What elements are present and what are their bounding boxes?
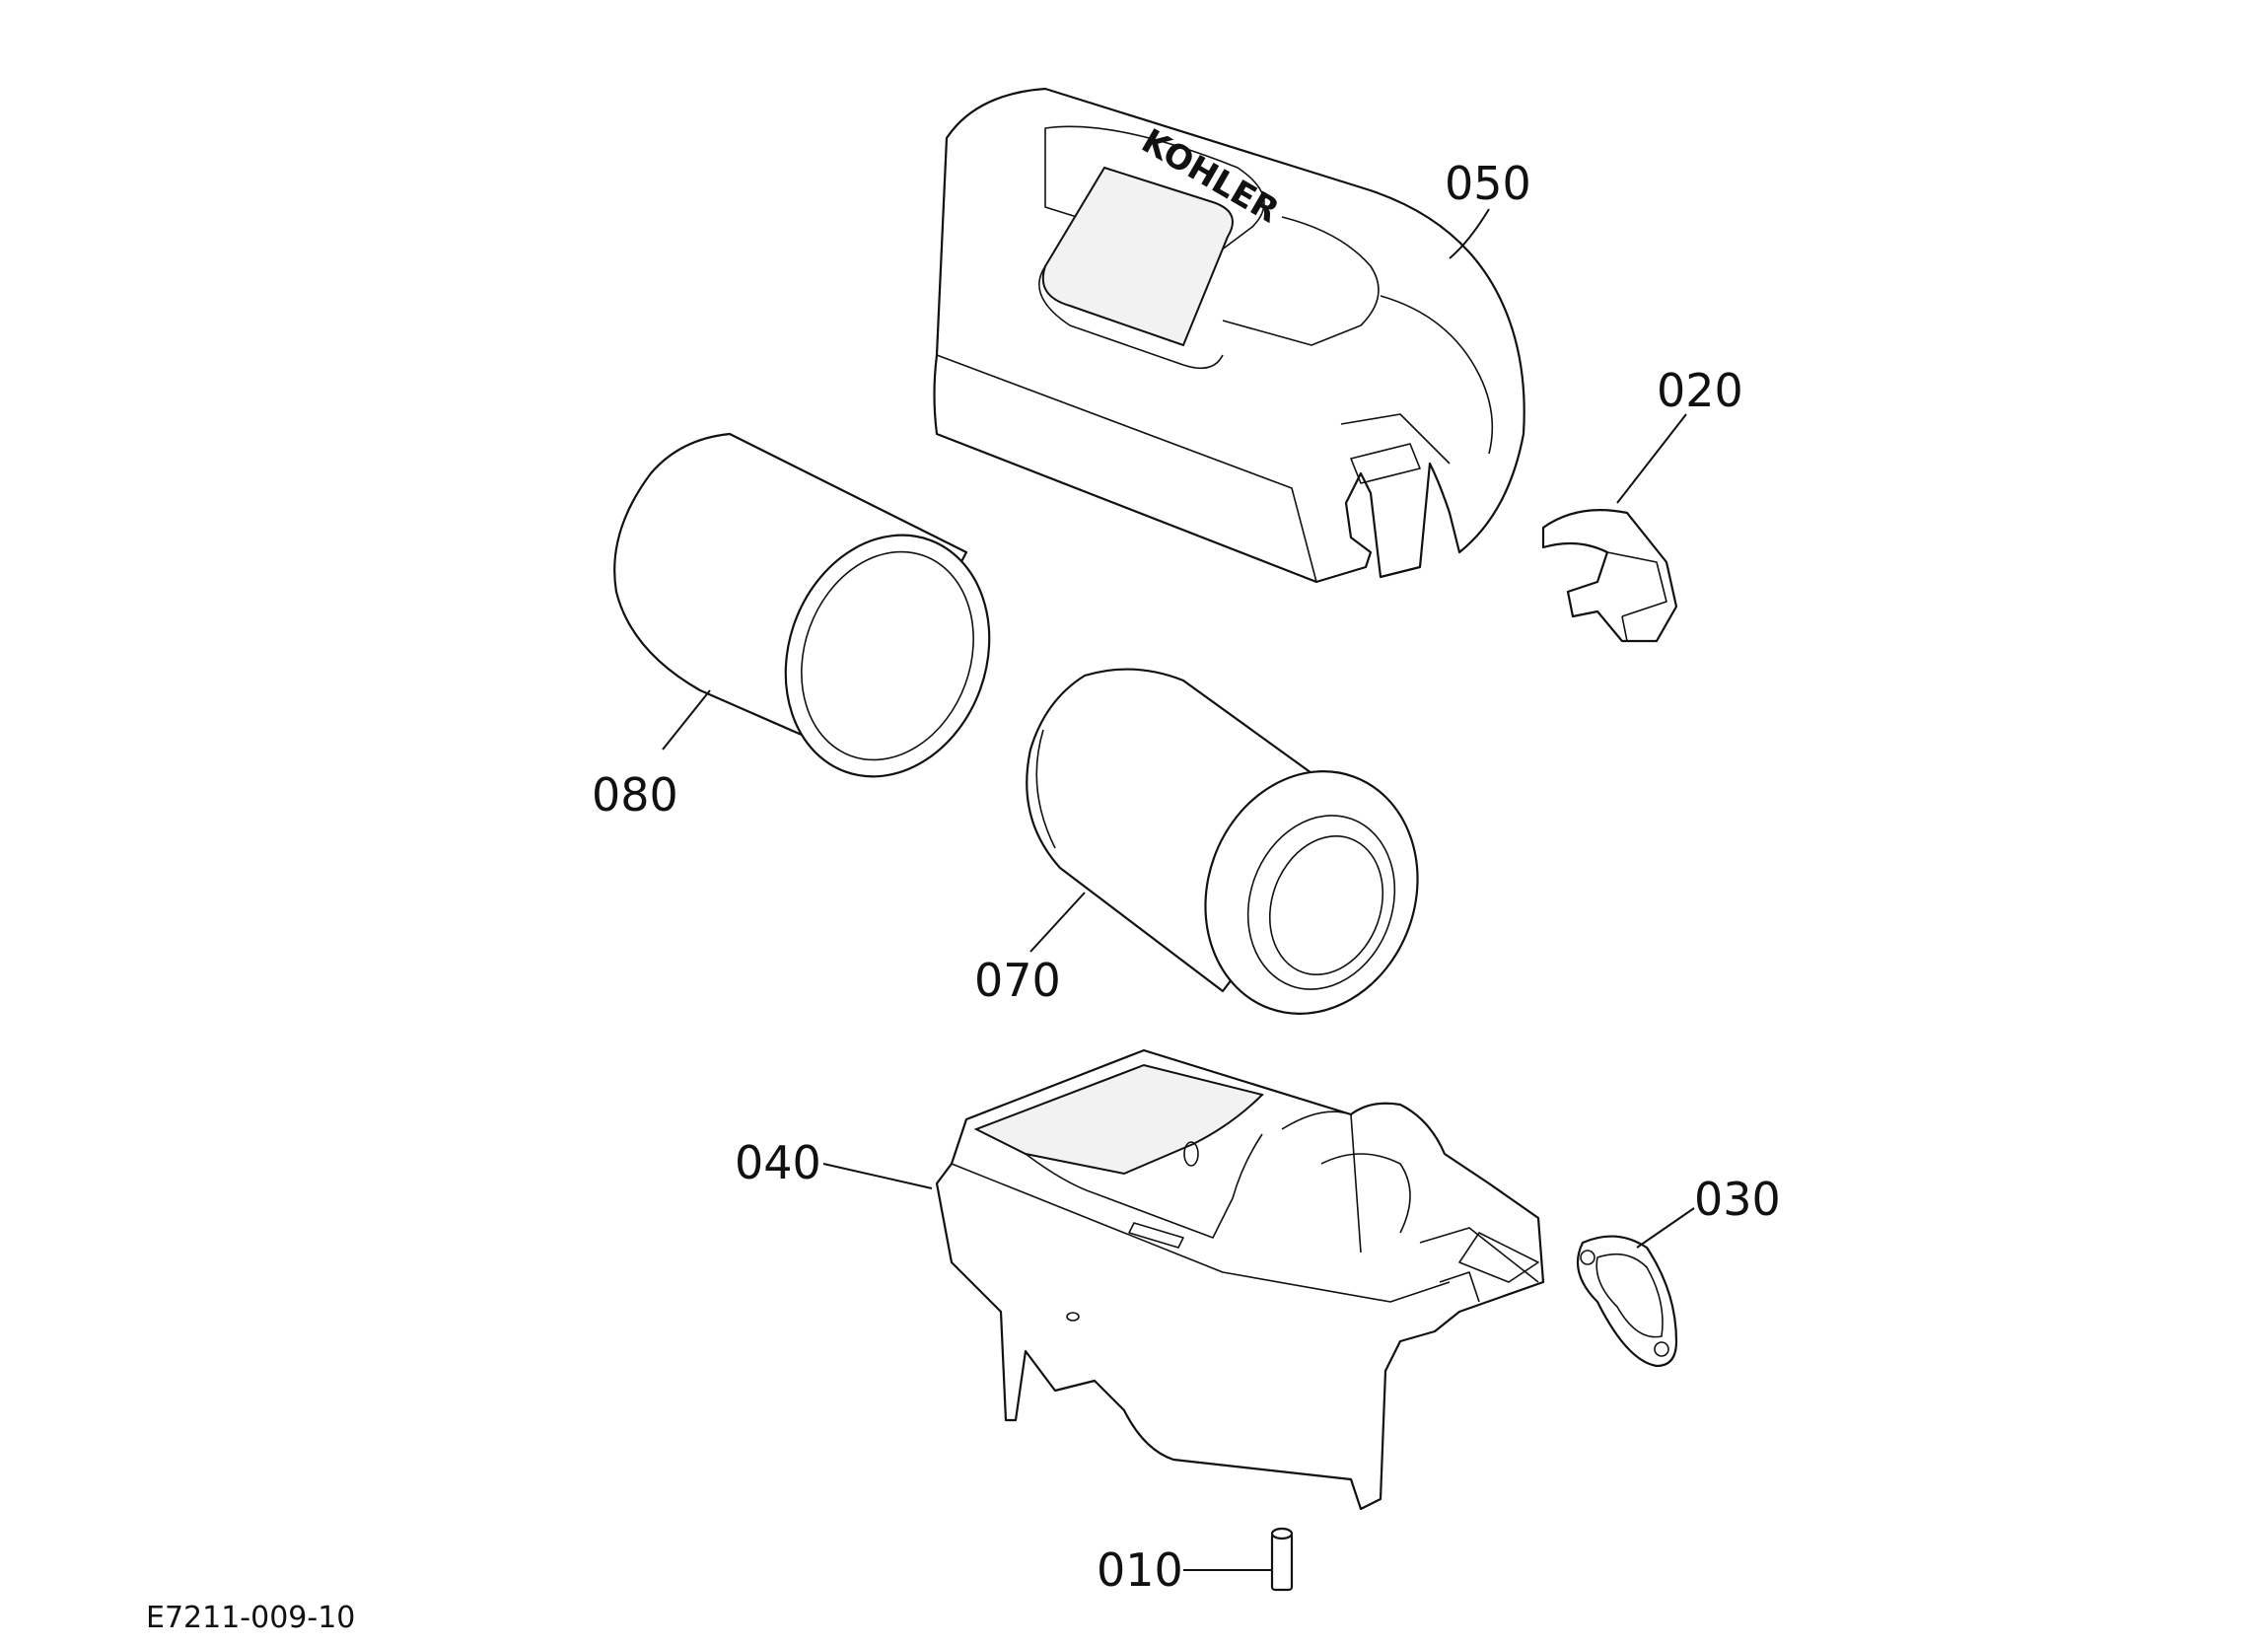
part-040-base[interactable] — [935, 1048, 1545, 1511]
part-030-gasket[interactable] — [1576, 1235, 1678, 1368]
part-050-cover[interactable]: KOHLER — [933, 87, 1525, 584]
part-070-filter-element[interactable] — [1026, 668, 1451, 1044]
part-080-precleaner[interactable] — [613, 432, 1023, 806]
leader-020 — [1616, 413, 1687, 504]
part-020-latch[interactable] — [1541, 509, 1678, 643]
leader-050 — [1449, 208, 1490, 259]
callout-050: 050 — [1445, 157, 1531, 210]
leader-030 — [1636, 1207, 1695, 1249]
callout-020: 020 — [1657, 364, 1743, 417]
leader-070 — [1029, 892, 1086, 953]
callout-010: 010 — [1097, 1543, 1183, 1597]
callout-080: 080 — [592, 768, 678, 822]
leader-lines — [662, 208, 1695, 1571]
leader-040 — [822, 1163, 933, 1189]
drawing-id: E7211-009-10 — [146, 1601, 355, 1635]
part-010-pin[interactable] — [1270, 1527, 1294, 1592]
callout-040: 040 — [735, 1136, 821, 1189]
callout-030: 030 — [1694, 1173, 1781, 1226]
leader-080 — [662, 689, 711, 751]
callout-070: 070 — [974, 954, 1061, 1007]
